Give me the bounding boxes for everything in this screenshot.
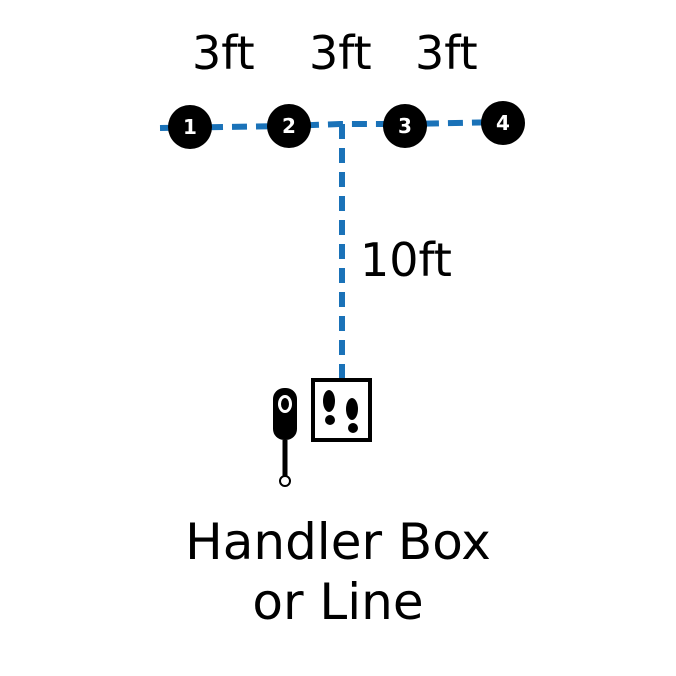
handler-caption: Handler Box or Line [0,512,676,632]
marker-3: 3 [383,104,427,148]
spacing-label-1-2: 3ft [192,26,255,80]
marker-1-number: 1 [183,115,197,139]
spacing-label-2-3: 3ft [309,26,372,80]
marker-3-number: 3 [398,114,412,138]
marker-1: 1 [168,105,212,149]
distance-label: 10ft [360,233,452,287]
footprints-box-icon [311,378,372,442]
spacing-label-3-4: 3ft [415,26,478,80]
marker-4-number: 4 [496,111,510,135]
caption-line-2: or Line [252,573,424,631]
clicker-icon [273,388,297,487]
caption-line-1: Handler Box [185,513,491,571]
marker-2-number: 2 [282,114,296,138]
marker-4: 4 [481,101,525,145]
marker-2: 2 [267,104,311,148]
